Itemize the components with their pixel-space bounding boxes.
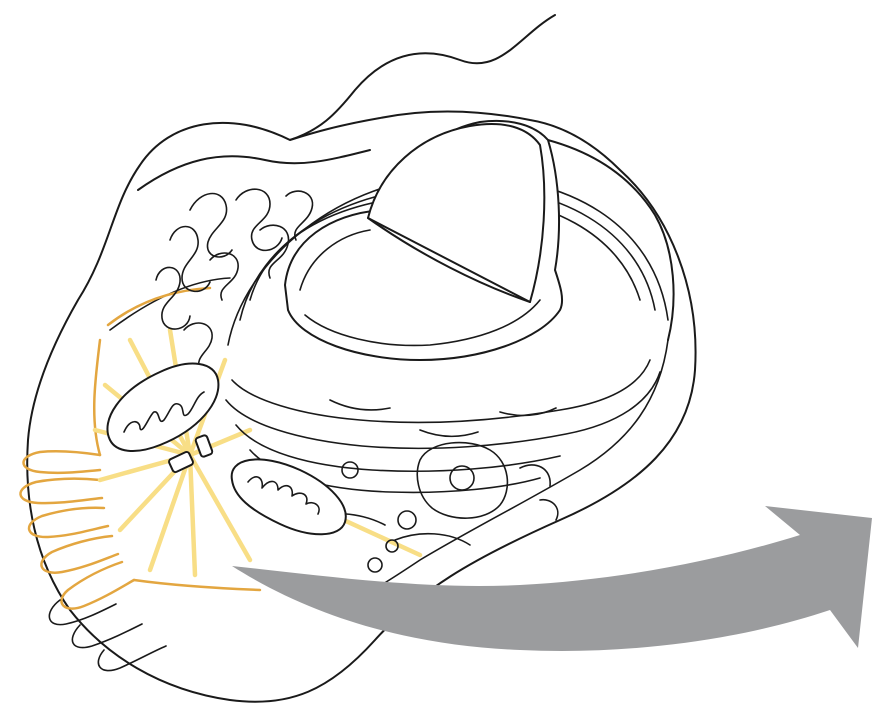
cell-diagram (0, 0, 875, 715)
cell-diagram-svg (0, 0, 875, 715)
